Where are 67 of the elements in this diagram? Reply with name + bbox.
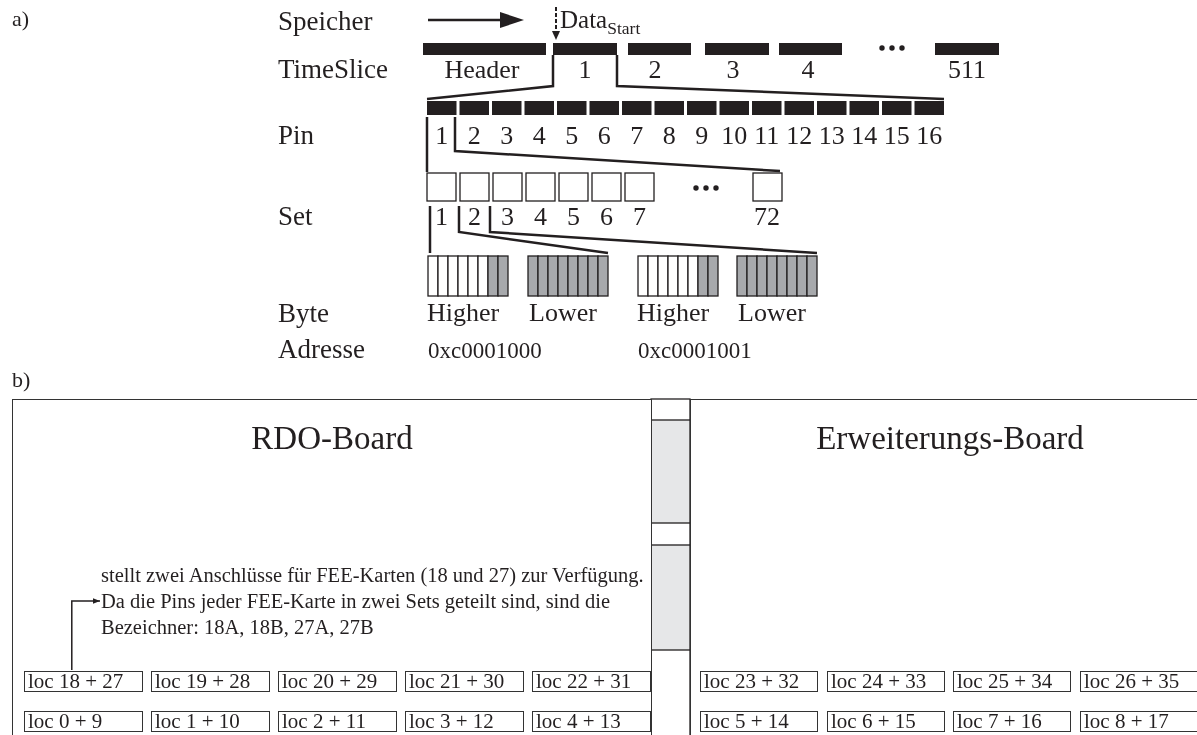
location-box: loc 0 + 9 (24, 711, 143, 732)
value-label: 72 (754, 204, 780, 230)
value-label: 2 (468, 204, 481, 230)
note-text: stellt zwei Anschlüsse für FEE-Karten (18 und 27) zur Verfügung. Da die Pins jeder FEE-Karte in zwei Sets geteilt sind, sind die Bezeichner: 18A, 18B, 27A, 27B (101, 562, 649, 642)
value-label: 6 (597, 123, 611, 149)
board-title: Erweiterungs-Board (815, 420, 1085, 457)
value-label: 4 (534, 204, 547, 230)
board-title: RDO-Board (250, 420, 414, 457)
value-label: Data$_{Start}$ (560, 7, 641, 38)
location-box: loc 21 + 30 (405, 671, 524, 692)
location-box: loc 6 + 15 (827, 711, 945, 732)
value-label: 511 (948, 57, 986, 83)
value-label: 2 (467, 123, 481, 149)
value-label: 5 (567, 204, 580, 230)
value-label: 7 (633, 204, 646, 230)
value-label: 6 (600, 204, 613, 230)
value-label: 1 (435, 123, 449, 149)
value-label: Higher (637, 300, 710, 326)
location-box: loc 23 + 32 (700, 671, 818, 692)
location-box: loc 8 + 17 (1080, 711, 1197, 732)
location-box: loc 3 + 12 (405, 711, 524, 732)
value-label: 12 (786, 123, 813, 149)
value-label: 3 (501, 204, 514, 230)
location-box: loc 7 + 16 (953, 711, 1071, 732)
value-label: 15 (883, 123, 910, 149)
value-label: 1 (435, 204, 448, 230)
value-label: Lower (529, 300, 597, 326)
location-box: loc 4 + 13 (532, 711, 651, 732)
value-label: 3 (500, 123, 514, 149)
value-label: 4 (532, 123, 546, 149)
location-box: loc 24 + 33 (827, 671, 945, 692)
value-label: 13 (818, 123, 845, 149)
value-label: 0xc0001000 (428, 339, 542, 362)
panel-label: b) (12, 369, 31, 391)
row-label: Byte (278, 300, 329, 327)
location-box: loc 26 + 35 (1080, 671, 1197, 692)
value-label: 7 (630, 123, 644, 149)
value-label: 1 (578, 57, 592, 83)
location-box: loc 5 + 14 (700, 711, 818, 732)
value-label: 9 (695, 123, 709, 149)
value-label: 0xc0001001 (638, 339, 752, 362)
value-label: 4 (801, 57, 815, 83)
value-label: 10 (721, 123, 748, 149)
row-label: Set (278, 203, 313, 230)
location-box: loc 22 + 31 (532, 671, 651, 692)
value-label: 3 (726, 57, 740, 83)
arrow (71, 598, 101, 671)
value-label: 11 (754, 123, 780, 149)
value-label: 2 (648, 57, 662, 83)
location-box: loc 18 + 27 (24, 671, 143, 692)
panel-label: a) (12, 8, 30, 30)
location-box: loc 25 + 34 (953, 671, 1071, 692)
value-label: 5 (565, 123, 579, 149)
row-label: Speicher (278, 8, 373, 35)
row-label: Pin (278, 122, 315, 149)
location-box: loc 19 + 28 (151, 671, 270, 692)
value-label: 16 (916, 123, 943, 149)
value-label: 8 (662, 123, 676, 149)
location-box: loc 20 + 29 (278, 671, 397, 692)
row-label: TimeSlice (278, 56, 389, 83)
value-label: Lower (738, 300, 806, 326)
value-label: 14 (851, 123, 878, 149)
row-label: Adresse (278, 336, 365, 363)
location-box: loc 2 + 11 (278, 711, 397, 732)
location-box: loc 1 + 10 (151, 711, 270, 732)
value-label: Higher (427, 300, 500, 326)
value-label: Header (444, 57, 520, 83)
